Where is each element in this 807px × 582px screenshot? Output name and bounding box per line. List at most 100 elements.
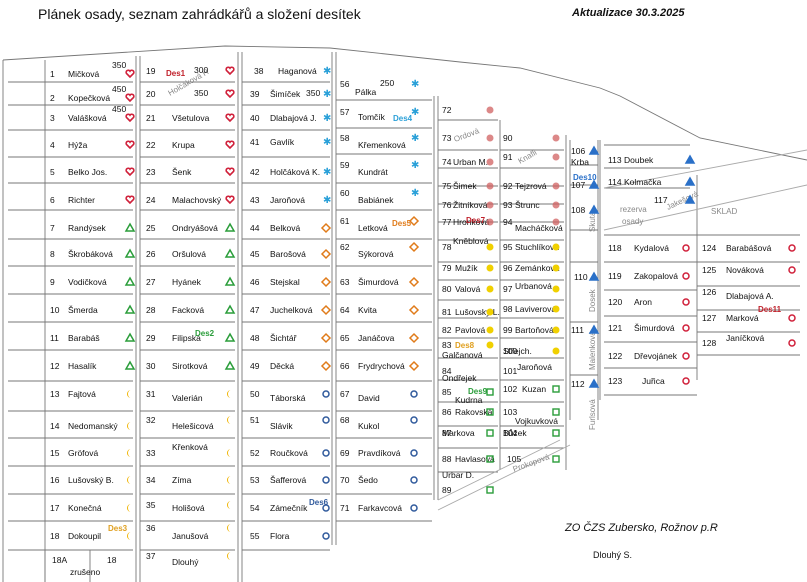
plot-91[interactable]: 91: [503, 152, 560, 162]
plot-18[interactable]: 18Dlouhý: [107, 555, 152, 582]
plot-108[interactable]: 108: [571, 204, 600, 215]
plot-90[interactable]: 90: [503, 133, 560, 143]
plot-73[interactable]: 73: [442, 133, 494, 143]
plot-105[interactable]: 105: [507, 454, 560, 464]
plot-110[interactable]: 110: [574, 271, 600, 282]
plot-72[interactable]: 72: [442, 105, 494, 115]
plot-112[interactable]: 112: [571, 378, 600, 389]
plot-117[interactable]: 117: [654, 194, 696, 205]
